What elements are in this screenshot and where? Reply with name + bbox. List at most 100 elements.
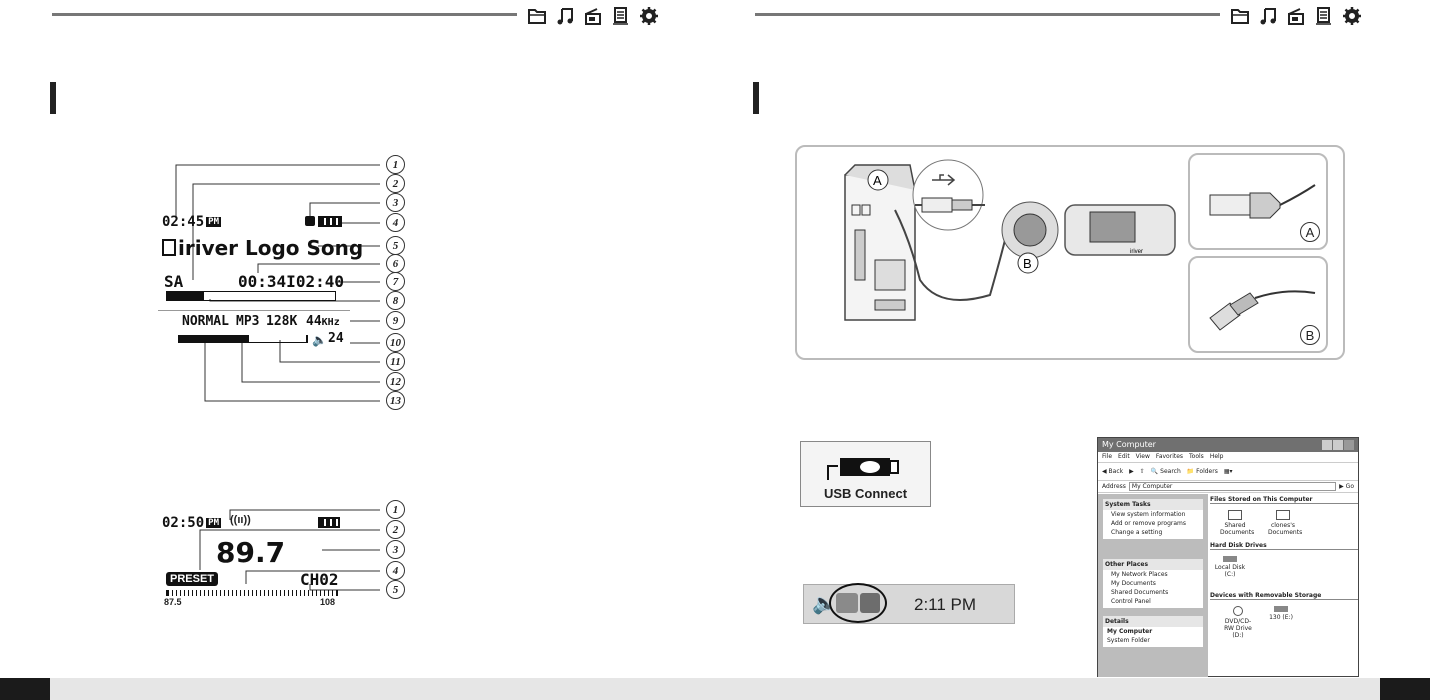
task-view-system-info[interactable]: View system information [1111, 511, 1186, 518]
callout-10: 10 [386, 333, 405, 352]
callout-11: 11 [386, 352, 405, 371]
connector-b-label: B [1300, 325, 1320, 345]
menu-tools[interactable]: Tools [1189, 453, 1204, 460]
footer-right-tab [1380, 678, 1430, 700]
samplerate: 44 [306, 314, 322, 329]
range-max: 108 [320, 597, 336, 607]
device-brand: iriver [1130, 249, 1143, 255]
folder-icon [1231, 9, 1249, 24]
left-header-icons [527, 6, 659, 26]
removable-drive-icon [1274, 606, 1288, 612]
section-files-header: Files Stored on This Computer [1210, 496, 1358, 504]
left-header-rule [52, 13, 517, 16]
menu-help[interactable]: Help [1209, 453, 1224, 460]
time-separator-divider: I [286, 272, 296, 291]
radio-icon [1288, 8, 1304, 25]
close-button[interactable] [1344, 440, 1354, 450]
callout-3: 3 [386, 193, 405, 212]
search-button[interactable]: 🔍 Search [1150, 468, 1181, 475]
right-header-icons [1230, 6, 1362, 26]
place-my-documents[interactable]: My Documents [1111, 580, 1156, 587]
battery-icon [318, 216, 342, 227]
task-pane: System Tasks View system information Add… [1098, 494, 1208, 677]
volume-bar [178, 335, 308, 343]
other-places-title[interactable]: Other Places [1103, 559, 1203, 570]
shared-documents-item[interactable]: Shared Documents [1220, 510, 1254, 536]
music-ampm: PM [206, 217, 221, 227]
clones-documents-item[interactable]: clones's Documents [1268, 510, 1302, 536]
menu-file[interactable]: File [1102, 453, 1113, 460]
callout-1: 1 [386, 155, 405, 174]
section-hdd-header: Hard Disk Drives [1210, 542, 1358, 550]
callout-2: 2 [386, 520, 405, 539]
song-note-icon [162, 239, 176, 256]
menu-edit[interactable]: Edit [1118, 453, 1130, 460]
lcd-bottom-panel [158, 310, 350, 356]
progress-bar [166, 291, 336, 301]
forward-button[interactable]: ▶ [1129, 468, 1134, 475]
connector-a-box: A [1188, 153, 1328, 250]
left-section-marker [50, 82, 56, 114]
minimize-button[interactable] [1322, 440, 1332, 450]
local-disk-item[interactable]: Local Disk (C:) [1210, 550, 1250, 592]
tuning-scale [166, 590, 338, 596]
usb-connect-screen: USB Connect [800, 441, 931, 507]
go-button[interactable]: ▶ Go [1339, 483, 1354, 490]
file-format: MP3 [236, 314, 260, 329]
samplerate-unit: KHz [321, 317, 340, 328]
safely-remove-hardware-icon[interactable] [836, 593, 858, 613]
document-icon [613, 7, 628, 25]
battery-icon [318, 517, 340, 528]
removable-disk-item[interactable]: 130 (E:) [1266, 606, 1296, 639]
callout-3: 3 [386, 540, 405, 559]
system-tasks-title[interactable]: System Tasks [1103, 499, 1203, 510]
callout-6: 6 [386, 254, 405, 273]
explorer-window: My Computer File Edit View Favorites Too… [1097, 437, 1359, 677]
place-control-panel[interactable]: Control Panel [1111, 598, 1151, 605]
menu-view[interactable]: View [1135, 453, 1150, 460]
task-add-remove-programs[interactable]: Add or remove programs [1111, 520, 1186, 527]
mini-usb-plug-illustration [1209, 290, 1316, 331]
address-input[interactable]: My Computer [1128, 482, 1337, 491]
tray-clock: 2:11 PM [914, 595, 977, 614]
maximize-button[interactable] [1333, 440, 1343, 450]
details-title[interactable]: Details [1103, 616, 1203, 627]
progress-fill [167, 292, 204, 300]
right-section-marker [753, 82, 759, 114]
place-network[interactable]: My Network Places [1111, 571, 1168, 578]
menu-bar: File Edit View Favorites Tools Help [1098, 452, 1358, 463]
up-folder-icon[interactable]: ⇧ [1139, 468, 1145, 475]
details-panel: Details My Computer System Folder [1103, 616, 1203, 647]
footer-left-tab [0, 678, 50, 700]
radio-icon [585, 8, 601, 25]
pc-tower-illustration [844, 164, 916, 321]
dvd-drive-item[interactable]: DVD/CD-RW Drive (D:) [1220, 606, 1256, 639]
section-removable-header: Devices with Removable Storage [1210, 592, 1358, 600]
usb-connect-label: USB Connect [823, 486, 908, 501]
play-mode: SA [164, 272, 184, 291]
back-button[interactable]: ◀ Back [1102, 468, 1124, 475]
views-button[interactable]: ▦▾ [1223, 468, 1233, 475]
elapsed-time: 00:34 [238, 272, 287, 291]
usb-device-tray-icon[interactable] [860, 593, 880, 613]
address-bar: Address My Computer ▶ Go [1098, 481, 1358, 493]
music-callout-lines [175, 164, 380, 402]
volume-fill [180, 335, 250, 342]
place-shared-documents[interactable]: Shared Documents [1111, 589, 1169, 596]
menu-favorites[interactable]: Favorites [1155, 453, 1184, 460]
song-title: iriver Logo Song [178, 236, 364, 260]
content-pane: Files Stored on This Computer Shared Doc… [1210, 496, 1358, 645]
window-controls [1322, 440, 1354, 450]
cd-drive-icon [1233, 606, 1243, 616]
document-icon [1316, 7, 1331, 25]
details-name: My Computer [1107, 628, 1153, 635]
toolbar: ◀ Back ▶ ⇧ 🔍 Search 📁 Folders ▦▾ [1098, 463, 1358, 481]
bitrate: 128K [266, 314, 298, 329]
system-tasks-panel: System Tasks View system information Add… [1103, 499, 1203, 539]
music-note-icon [1260, 8, 1276, 25]
folders-button[interactable]: 📁 Folders [1186, 468, 1218, 475]
preset-badge: PRESET [166, 572, 219, 586]
task-change-setting[interactable]: Change a setting [1111, 529, 1163, 536]
